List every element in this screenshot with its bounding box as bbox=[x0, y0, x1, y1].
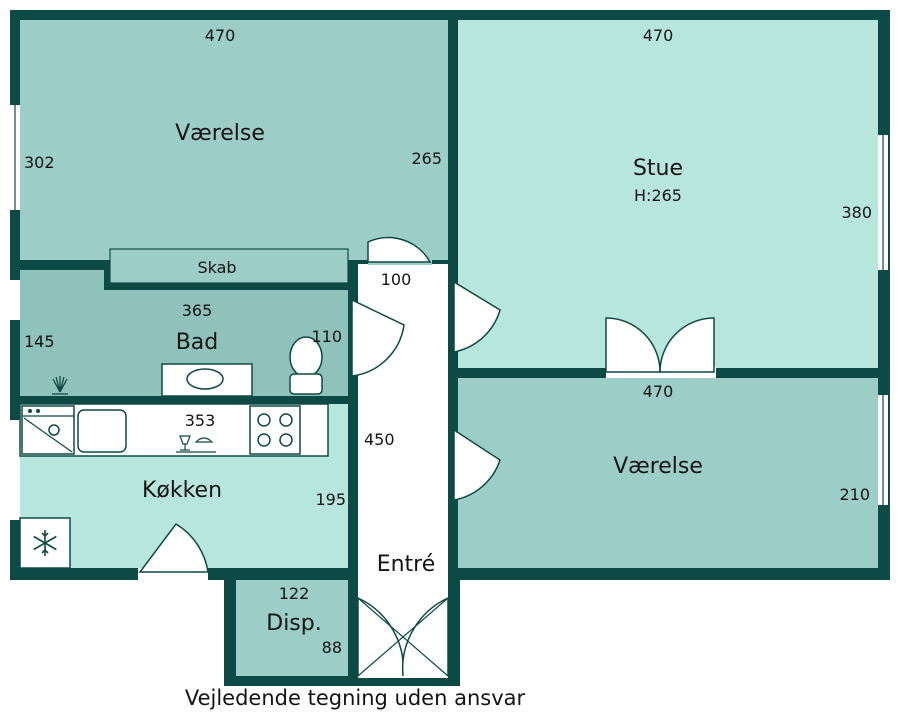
entry-name: Entré bbox=[377, 552, 436, 577]
door-swing-living[interactable] bbox=[453, 280, 501, 353]
plant-icon bbox=[52, 376, 68, 395]
bathroom-name: Bad bbox=[176, 330, 219, 355]
floor-living-room bbox=[458, 20, 878, 368]
floor-bathroom-strip bbox=[20, 270, 104, 290]
living-room-dim-right: 380 bbox=[841, 203, 872, 222]
bathroom-dim-left: 145 bbox=[24, 332, 55, 351]
sink-basin bbox=[186, 368, 224, 390]
pantry-dim-right: 88 bbox=[322, 638, 342, 657]
door-swing-kitchen[interactable] bbox=[138, 523, 209, 573]
door-swing-bedroom-bottom[interactable] bbox=[453, 428, 501, 501]
closet-name: Skab bbox=[197, 258, 236, 277]
window-left-kitchen bbox=[10, 420, 20, 520]
bathroom-dim-right: 110 bbox=[311, 327, 342, 346]
entry-door-leaf-2 bbox=[357, 597, 449, 677]
kitchen-dim-right: 195 bbox=[315, 490, 346, 509]
door-swing-bedroom-top[interactable] bbox=[367, 236, 432, 263]
washing-machine-icon bbox=[21, 405, 75, 455]
bedroom-top-dim-left: 302 bbox=[24, 153, 55, 172]
floor-bedroom-bottom bbox=[458, 378, 878, 568]
kitchen-wall-notch bbox=[98, 398, 120, 408]
bedroom-top-name: Værelse bbox=[175, 121, 265, 146]
bathroom-dim-top: 365 bbox=[182, 301, 213, 320]
floor-bedroom-top bbox=[20, 20, 448, 260]
bedroom-top-dim-top: 470 bbox=[205, 26, 236, 45]
disclaimer-caption: Vejledende tegning uden ansvar bbox=[184, 686, 526, 710]
pantry-dim-top: 122 bbox=[279, 584, 310, 603]
entry-dim-top: 100 bbox=[381, 270, 412, 289]
kitchen-sink bbox=[77, 409, 127, 453]
door-swing-living-right[interactable] bbox=[659, 317, 715, 373]
kitchen-name: Køkken bbox=[142, 478, 222, 503]
dishwasher-icon bbox=[176, 435, 216, 453]
living-room-height: H:265 bbox=[634, 186, 682, 205]
floor-pantry bbox=[236, 580, 348, 676]
living-room-name: Stue bbox=[633, 156, 683, 181]
toilet-icon bbox=[289, 336, 323, 395]
living-room-dim-top: 470 bbox=[643, 26, 674, 45]
bedroom-bottom-dim-right: 210 bbox=[839, 485, 870, 504]
bedroom-top-dim-right: 265 bbox=[411, 149, 442, 168]
floor-closet bbox=[110, 249, 348, 283]
bedroom-bottom-dim-top: 470 bbox=[643, 382, 674, 401]
bedroom-bottom-name: Værelse bbox=[613, 454, 703, 479]
window-left-bath bbox=[10, 280, 20, 320]
kitchen-dim-top: 353 bbox=[185, 411, 216, 430]
stove-icon bbox=[249, 405, 301, 455]
door-swing-bathroom[interactable] bbox=[351, 298, 405, 377]
snowflake-icon bbox=[33, 530, 57, 556]
closet-outline bbox=[109, 248, 349, 284]
entry-dim-side: 450 bbox=[364, 430, 395, 449]
pantry-name: Disp. bbox=[266, 611, 321, 636]
